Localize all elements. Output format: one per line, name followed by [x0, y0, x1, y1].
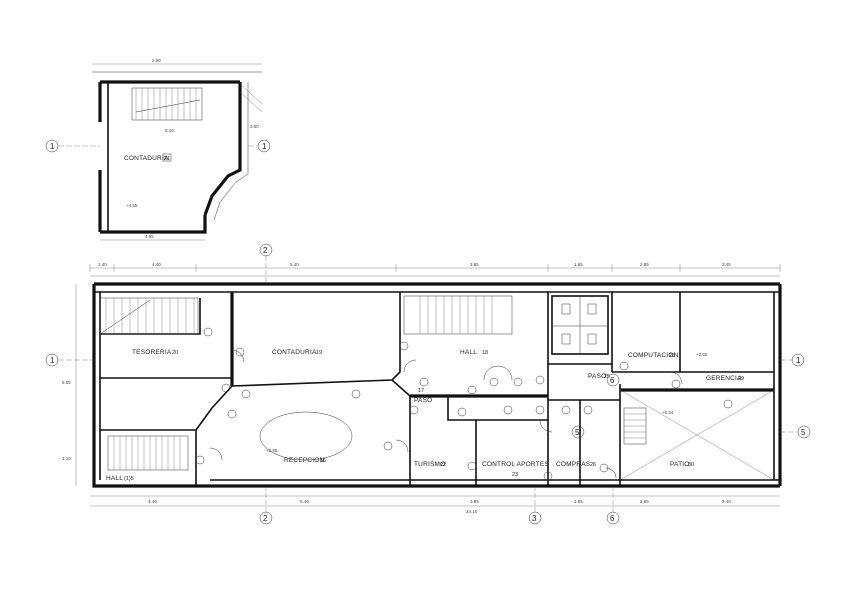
- room-hall-entry-label: HALL: [106, 475, 123, 482]
- room-tesoreria-label: TESORERIA: [132, 349, 172, 356]
- dim-top-3: 5.40: [290, 262, 299, 267]
- dim-top-6: 2.85: [640, 262, 649, 267]
- room-computacion-label: COMPUTACION: [628, 352, 679, 359]
- room-patio-label: PATIO: [670, 461, 690, 468]
- upper-contaduria-num: 21: [164, 156, 170, 162]
- axis-3-bottom: 3: [528, 486, 542, 525]
- upper-dim-bottom: 4.95: [145, 234, 154, 239]
- upper-contaduria-label: CONTADURIA: [124, 155, 169, 162]
- room-turismo-num: 22: [440, 462, 446, 468]
- svg-text:5: 5: [575, 428, 580, 437]
- axis-2-top: 2: [259, 243, 273, 284]
- upper-axis-right: 1: [262, 142, 267, 151]
- room-turismo-label: TURISMO: [414, 461, 445, 468]
- svg-text:2: 2: [263, 246, 268, 255]
- room-paso-right-label: PASO: [588, 373, 606, 380]
- upper-level: +4.55: [126, 203, 138, 208]
- room-recepcion-label: RECEPCION: [284, 457, 325, 464]
- dim-bottom-6: 2.85: [640, 499, 649, 504]
- dim-top-7: 3.45: [722, 262, 731, 267]
- dim-top-5: 1.65: [574, 262, 583, 267]
- room-paso-left-num: 17: [418, 388, 424, 394]
- room-control-aportes-num: 23: [512, 472, 518, 478]
- upper-axis-left: 1: [50, 142, 55, 151]
- room-gerencia-label: GERENCIA: [706, 375, 742, 382]
- svg-text:5: 5: [801, 428, 806, 437]
- dim-top-2: 4.40: [152, 262, 161, 267]
- dim-bottom-3: 3.85: [470, 499, 479, 504]
- axis-5-inner: 5: [571, 425, 585, 439]
- upper-dim-top: 2.90: [152, 58, 161, 63]
- dim-bottom-total: 24.10: [466, 509, 478, 514]
- svg-text:1: 1: [796, 356, 801, 365]
- room-compras-label: COMPRAS: [556, 461, 591, 468]
- axis-5-right: 5: [780, 425, 811, 439]
- svg-text:1: 1: [50, 356, 55, 365]
- room-tesoreria-num: 20: [172, 350, 178, 356]
- axis-1-right: 1: [780, 353, 805, 367]
- room-hall-num: 18: [482, 350, 488, 356]
- svg-text:6: 6: [610, 514, 615, 523]
- svg-text:2: 2: [263, 514, 268, 523]
- room-hall-entry-num: (1)5: [124, 476, 134, 482]
- dim-top-1: 1.40: [98, 262, 107, 267]
- room-recepcion-num: 16: [320, 458, 326, 464]
- room-gerencia-num: 29: [738, 376, 744, 382]
- room-hall-label: HALL: [460, 349, 477, 356]
- room-control-aportes-label: CONTROL APORTES: [482, 461, 549, 468]
- room-paso-right-num: 25: [604, 374, 610, 380]
- dim-left-1: 8.55: [62, 380, 71, 385]
- ground-floor-plan: 1.40 4.40 5.40 3.85 1.65 2.85 3.45: [45, 262, 811, 525]
- axis-6-bottom: 6: [606, 486, 620, 525]
- room-contaduria-num: 19: [316, 350, 322, 356]
- dim-bottom-1: 4.40: [148, 499, 157, 504]
- svg-text:3: 3: [532, 514, 537, 523]
- room-patio-num: 30: [688, 462, 694, 468]
- dim-left-2: 4.10: [62, 456, 71, 461]
- dim-bottom-2: 5.40: [300, 499, 309, 504]
- upper-stair-dim: 8.10: [165, 128, 174, 133]
- level-2: +0.34: [662, 410, 674, 415]
- svg-text:6: 6: [610, 376, 615, 385]
- room-compras-num: 26: [590, 462, 596, 468]
- room-contaduria-label: CONTADURIA: [272, 349, 317, 356]
- upper-dim-left: 3.50: [250, 124, 259, 129]
- dim-top-4: 3.85: [470, 262, 479, 267]
- upper-floor-plan: 2.90 8.10 CONTADURIA 21 +4.55 3: [45, 58, 271, 241]
- level-1: +2.55: [266, 448, 278, 453]
- axis-1-left: 1: [45, 353, 94, 367]
- room-paso-left-label: PASO: [414, 397, 432, 404]
- room-computacion-num: 28: [669, 353, 675, 359]
- level-3: +2.55: [696, 352, 708, 357]
- dim-bottom-7: 3.40: [722, 499, 731, 504]
- axis-6-inner: 6: [606, 373, 620, 387]
- dim-bottom-5: 1.65: [574, 499, 583, 504]
- axis-2-bottom: 2: [259, 486, 273, 525]
